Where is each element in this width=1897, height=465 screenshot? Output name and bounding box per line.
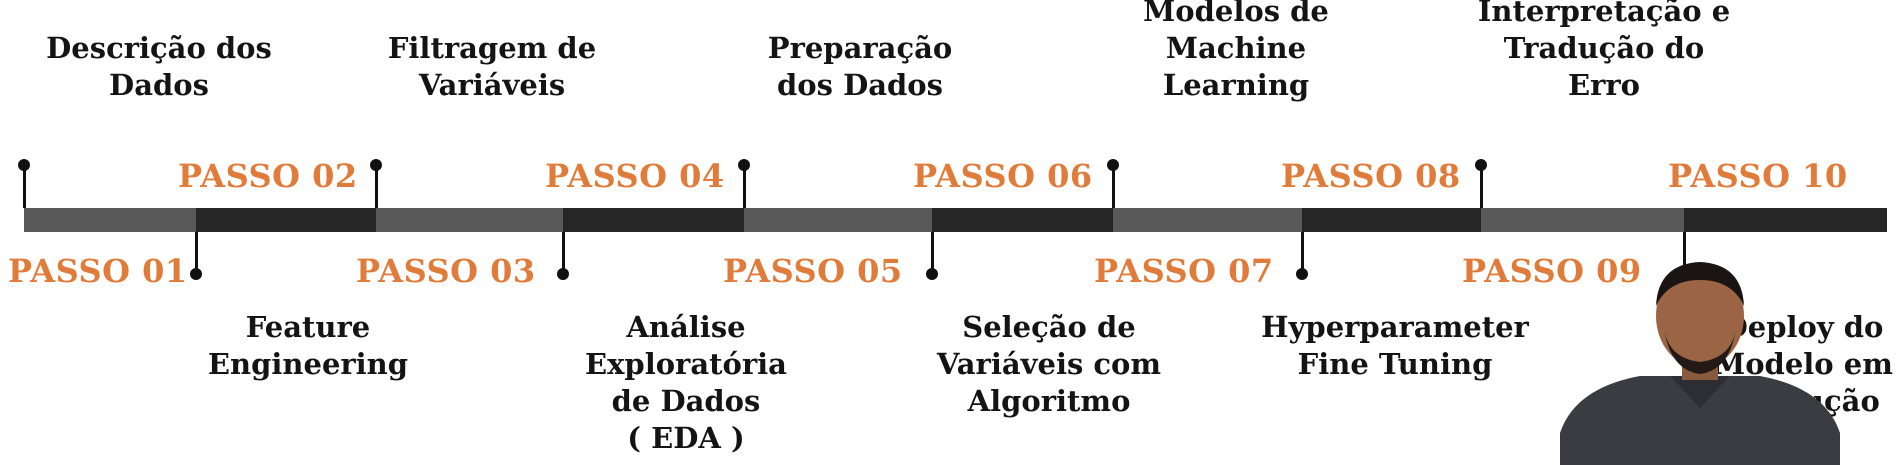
presenter-silhouette-icon — [1560, 262, 1840, 465]
step-description: Deploy do Modelo em Produção — [1713, 310, 1893, 418]
timeline-bar-segment — [744, 208, 932, 232]
timeline-marker-line — [1301, 232, 1304, 275]
timeline-marker-dot — [18, 159, 30, 171]
step-label: PASSO 05 — [723, 252, 903, 290]
step-description: Filtragem de Variáveis — [387, 31, 597, 102]
timeline-marker-line — [1683, 232, 1686, 275]
step-label: PASSO 06 — [913, 157, 1093, 195]
timeline-marker-line — [23, 166, 26, 208]
timeline-marker-dot — [370, 159, 382, 171]
step-label: PASSO 01 — [8, 252, 188, 290]
timeline-bar-segment — [1302, 208, 1481, 232]
timeline-bar-segment — [1113, 208, 1302, 232]
step-description: Feature Engineering — [207, 310, 409, 381]
timeline-bar-segment — [932, 208, 1113, 232]
step-label: PASSO 03 — [356, 252, 536, 290]
step-description: Hyperparameter Fine Tuning — [1261, 310, 1529, 381]
timeline-marker-dot — [738, 159, 750, 171]
timeline-marker-line — [931, 232, 934, 275]
timeline-bar-segment — [196, 208, 376, 232]
timeline-marker-line — [195, 232, 198, 275]
timeline-marker-dot — [1475, 159, 1487, 171]
presenter-webcam-overlay — [1560, 258, 1840, 465]
timeline-bar-segment — [1481, 208, 1684, 232]
timeline-marker-dot — [926, 268, 938, 280]
timeline-bar-segment — [1684, 208, 1887, 232]
step-label: PASSO 04 — [545, 157, 725, 195]
timeline-marker-line — [375, 166, 378, 208]
step-description: Modelos de Machine Learning — [1143, 0, 1329, 102]
step-description: Seleção de Variáveis com Algoritmo — [936, 310, 1162, 418]
timeline-marker-line — [1112, 166, 1115, 208]
timeline-marker-dot — [190, 268, 202, 280]
step-description: Interpretação e Tradução do Erro — [1477, 0, 1731, 102]
timeline-bar-segment — [24, 208, 196, 232]
timeline-marker-line — [1480, 166, 1483, 208]
step-label: PASSO 09 — [1462, 252, 1642, 290]
step-description: Preparação dos Dados — [767, 31, 953, 102]
step-label: PASSO 02 — [178, 157, 358, 195]
timeline-marker-dot — [1107, 159, 1119, 171]
step-description: Descrição dos Dados — [46, 31, 272, 102]
step-label: PASSO 10 — [1668, 157, 1848, 195]
timeline-marker-line — [562, 232, 565, 275]
timeline-bar-segment — [376, 208, 563, 232]
step-label: PASSO 08 — [1281, 157, 1461, 195]
timeline-marker-dot — [1296, 268, 1308, 280]
step-label: PASSO 07 — [1094, 252, 1274, 290]
timeline-bar-segment — [563, 208, 744, 232]
timeline-marker-dot — [557, 268, 569, 280]
timeline-marker-line — [743, 166, 746, 208]
step-description: Análise Exploratória de Dados ( EDA ) — [585, 310, 787, 455]
